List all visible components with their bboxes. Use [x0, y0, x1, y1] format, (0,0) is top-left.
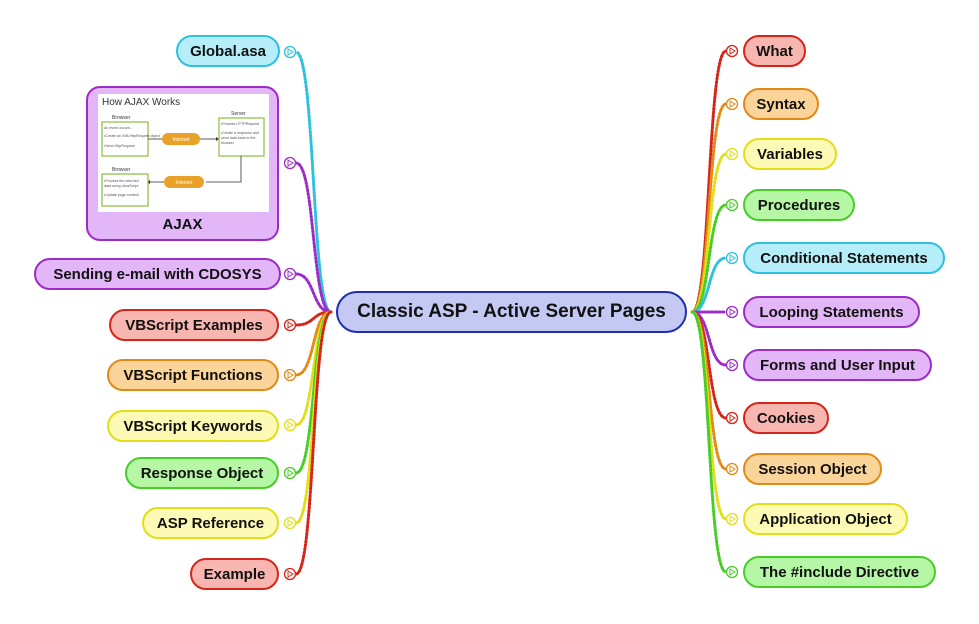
triangle-play-icon	[725, 358, 739, 372]
triangle-play-icon	[725, 97, 739, 111]
topic-label: Cookies	[756, 409, 816, 427]
ajax-diagram-image: How AJAX Works Browser An event occurs..…	[98, 94, 269, 212]
topic-label: Conditional Statements	[760, 249, 928, 267]
triangle-play-icon	[283, 466, 297, 480]
topic-label: VBScript Keywords	[123, 417, 263, 435]
topic-looping-statements[interactable]: Looping Statements	[743, 296, 920, 328]
triangle-play-icon	[725, 512, 739, 526]
topic-label: Forms and User Input	[759, 356, 916, 374]
topic-asp-reference[interactable]: ASP Reference	[142, 507, 279, 539]
topic-global-asa[interactable]: Global.asa	[176, 35, 280, 67]
topic-application-object[interactable]: Application Object	[743, 503, 908, 535]
connector-line	[294, 310, 333, 576]
topic-label: VBScript Examples	[125, 316, 263, 334]
ajax-flow-diagram: Browser An event occurs... •Create an XM…	[101, 111, 265, 207]
ajax-internet-bottom-label: Internet	[176, 180, 194, 186]
topic-session-object[interactable]: Session Object	[743, 453, 882, 485]
topic-vbscript-functions[interactable]: VBScript Functions	[107, 359, 279, 391]
connector-line	[690, 310, 728, 574]
topic-conditional-statements[interactable]: Conditional Statements	[743, 242, 945, 274]
connector-line	[294, 50, 333, 314]
triangle-play-icon	[725, 251, 739, 265]
central-topic[interactable]: Classic ASP - Active Server Pages	[336, 291, 687, 333]
topic-what[interactable]: What	[743, 35, 806, 67]
topic-include-directive[interactable]: The #include Directive	[743, 556, 936, 588]
triangle-play-icon	[725, 411, 739, 425]
connector-line	[690, 256, 728, 314]
triangle-play-icon	[725, 198, 739, 212]
topic-variables[interactable]: Variables	[743, 138, 837, 170]
svg-text:•Process the returned: •Process the returned data using JavaScr…	[104, 179, 140, 197]
topic-label: AJAX	[162, 216, 203, 233]
topic-forms-user-input[interactable]: Forms and User Input	[743, 349, 932, 381]
topic-label: Procedures	[757, 196, 841, 214]
triangle-play-icon	[283, 418, 297, 432]
triangle-play-icon	[283, 567, 297, 581]
svg-text:An event occurs... •Cr: An event occurs... •Create an XMLHttpReq…	[104, 126, 161, 148]
topic-label: VBScript Functions	[123, 366, 263, 384]
triangle-play-icon	[283, 267, 297, 281]
triangle-play-icon	[283, 156, 297, 170]
ajax-browser-top-label: Browser	[112, 115, 131, 121]
topic-procedures[interactable]: Procedures	[743, 189, 855, 221]
topic-label: What	[756, 42, 793, 60]
topic-ajax[interactable]: How AJAX Works Browser An event occurs..…	[86, 86, 279, 241]
topic-label: Looping Statements	[759, 303, 904, 321]
topic-label: Syntax	[756, 95, 806, 113]
ajax-image-title: How AJAX Works	[102, 97, 181, 108]
triangle-play-icon	[725, 565, 739, 579]
triangle-play-icon	[283, 516, 297, 530]
connector-line	[690, 203, 728, 314]
topic-label: Response Object	[140, 464, 264, 482]
topic-label: Global.asa	[190, 42, 266, 60]
triangle-play-icon	[725, 305, 739, 319]
topic-sending-email-cdosys[interactable]: Sending e-mail with CDOSYS	[34, 258, 281, 290]
topic-label: Sending e-mail with CDOSYS	[53, 265, 262, 283]
triangle-play-icon	[283, 45, 297, 59]
triangle-play-icon	[725, 44, 739, 58]
topic-response-object[interactable]: Response Object	[125, 457, 279, 489]
topic-label: Variables	[757, 145, 823, 163]
topic-label: Session Object	[758, 460, 867, 478]
topic-vbscript-keywords[interactable]: VBScript Keywords	[107, 410, 279, 442]
triangle-play-icon	[283, 368, 297, 382]
topic-label: Application Object	[759, 510, 892, 528]
ajax-server-label: Server	[231, 111, 246, 117]
triangle-play-icon	[725, 147, 739, 161]
topic-cookies[interactable]: Cookies	[743, 402, 829, 434]
ajax-internet-top-label: Internet	[173, 137, 191, 143]
connector-line	[690, 49, 728, 314]
svg-text:•Process HTTPRequest •: •Process HTTPRequest •Create a response …	[221, 122, 260, 145]
topic-label: Example	[203, 565, 266, 583]
topic-label: The #include Directive	[759, 563, 920, 581]
triangle-play-icon	[283, 318, 297, 332]
ajax-browser-bottom-label: Browser	[112, 167, 131, 173]
topic-syntax[interactable]: Syntax	[743, 88, 819, 120]
topic-label: ASP Reference	[156, 514, 265, 532]
central-topic-label: Classic ASP - Active Server Pages	[357, 301, 666, 322]
connector-line	[294, 161, 333, 314]
triangle-play-icon	[725, 462, 739, 476]
topic-vbscript-examples[interactable]: VBScript Examples	[109, 309, 279, 341]
topic-example[interactable]: Example	[190, 558, 279, 590]
